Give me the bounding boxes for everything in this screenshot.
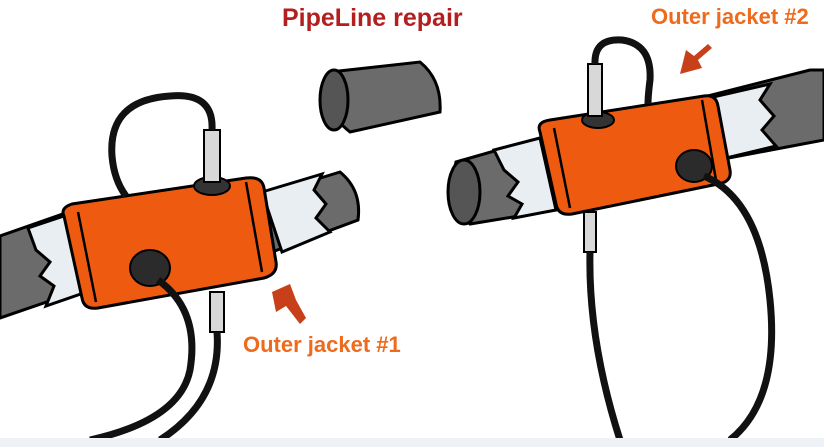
- cable-bottom-1: [158, 331, 221, 443]
- arrow-jacket-1: [272, 284, 306, 324]
- bottom-strip: [0, 438, 824, 447]
- cable-front-2: [702, 172, 776, 443]
- label-outer-jacket-1: Outer jacket #1: [243, 332, 401, 357]
- bottom-fitting-2: [583, 211, 597, 253]
- repair-wrap-right: [260, 171, 333, 255]
- jacket-1-ridge-right: [244, 181, 264, 273]
- outer-jacket-1: [61, 176, 278, 310]
- pipe-left-opening: [446, 158, 482, 226]
- repair-sleeve: [318, 60, 442, 134]
- sleeve-opening: [318, 68, 350, 132]
- cable-top-2: [591, 36, 654, 105]
- label-outer-jacket-2: Outer jacket #2: [651, 4, 809, 29]
- left-assembly: [0, 92, 361, 444]
- bottom-fitting-1: [209, 291, 225, 333]
- front-port-1: [129, 249, 171, 287]
- jacket-2-ridge-left: [552, 127, 572, 209]
- cable-front-1: [89, 277, 196, 444]
- jacket-1-ridge-left: [76, 211, 98, 303]
- right-assembly: [446, 36, 824, 443]
- arrow-jacket-2: [680, 44, 712, 74]
- diagram-title: PipeLine repair: [282, 4, 463, 32]
- top-fitting-2: [587, 63, 603, 117]
- top-fitting-1: [203, 129, 221, 183]
- jacket-2-ridge-right: [700, 99, 718, 181]
- cable-top-1: [108, 92, 216, 199]
- cable-bottom-2: [586, 251, 624, 442]
- front-port-2: [675, 149, 713, 183]
